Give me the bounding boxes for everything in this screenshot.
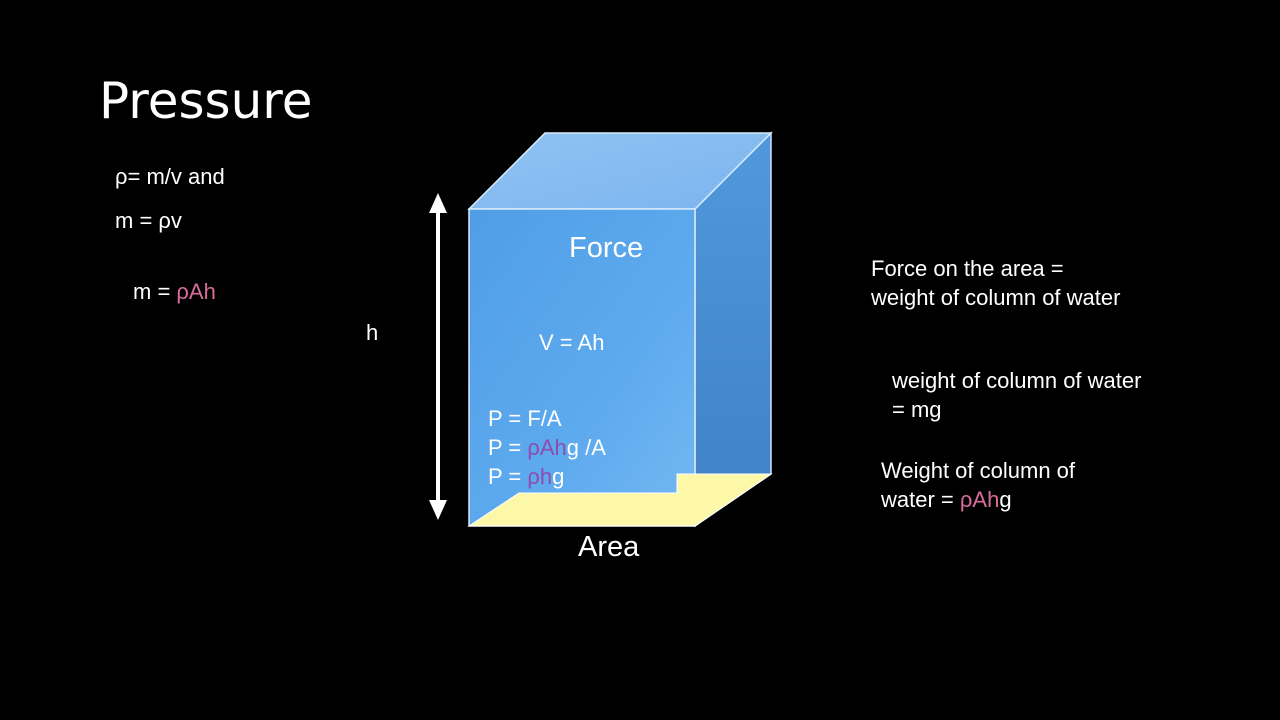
weight-note-line-2: = mg [892,397,942,422]
pressure-equation-2: P = ρAhg /A [488,433,606,462]
pressure-equation-2-highlight: ρAh [527,435,567,460]
area-label: Area [578,531,640,563]
mass-area-equation: m = ρAh [133,277,216,306]
pressure-equation-1: P = F/A [488,406,562,431]
weight-formula-line-2-highlight: ρAh [959,487,1000,512]
pressure-equation-3-prefix: P = [488,464,528,489]
weight-formula-line-2-suffix: g [999,487,1012,512]
pressure-equation-3-highlight: ρh [527,464,553,489]
mass-area-equation-highlight: ρAh [176,279,216,304]
pressure-equation-2-suffix: g /A [566,435,606,460]
weight-formula-line-1: Weight of column of [881,458,1076,483]
density-equation: ρ= m/v and [115,164,225,189]
mass-area-equation-prefix: m = [133,279,177,304]
mass-equation: m = ρv [115,208,182,233]
pressure-equation-2-prefix: P = [488,435,528,460]
height-label: h [366,320,379,345]
force-note-line-1: Force on the area = [871,256,1064,281]
weight-formula-line-2-prefix: water = [881,487,960,512]
pressure-equation-3: P = ρhg [488,462,564,491]
height-arrow [429,193,447,520]
force-note-line-2: weight of column of water [871,285,1121,310]
base-area [467,473,773,527]
force-label: Force [569,232,644,264]
pressure-equation-3-suffix: g [552,464,565,489]
weight-note-line-1: weight of column of water [892,368,1142,393]
volume-equation: V = Ah [539,330,605,355]
weight-formula-line-2: water = ρAhg [881,485,1012,514]
slide-title: Pressure [99,72,313,130]
